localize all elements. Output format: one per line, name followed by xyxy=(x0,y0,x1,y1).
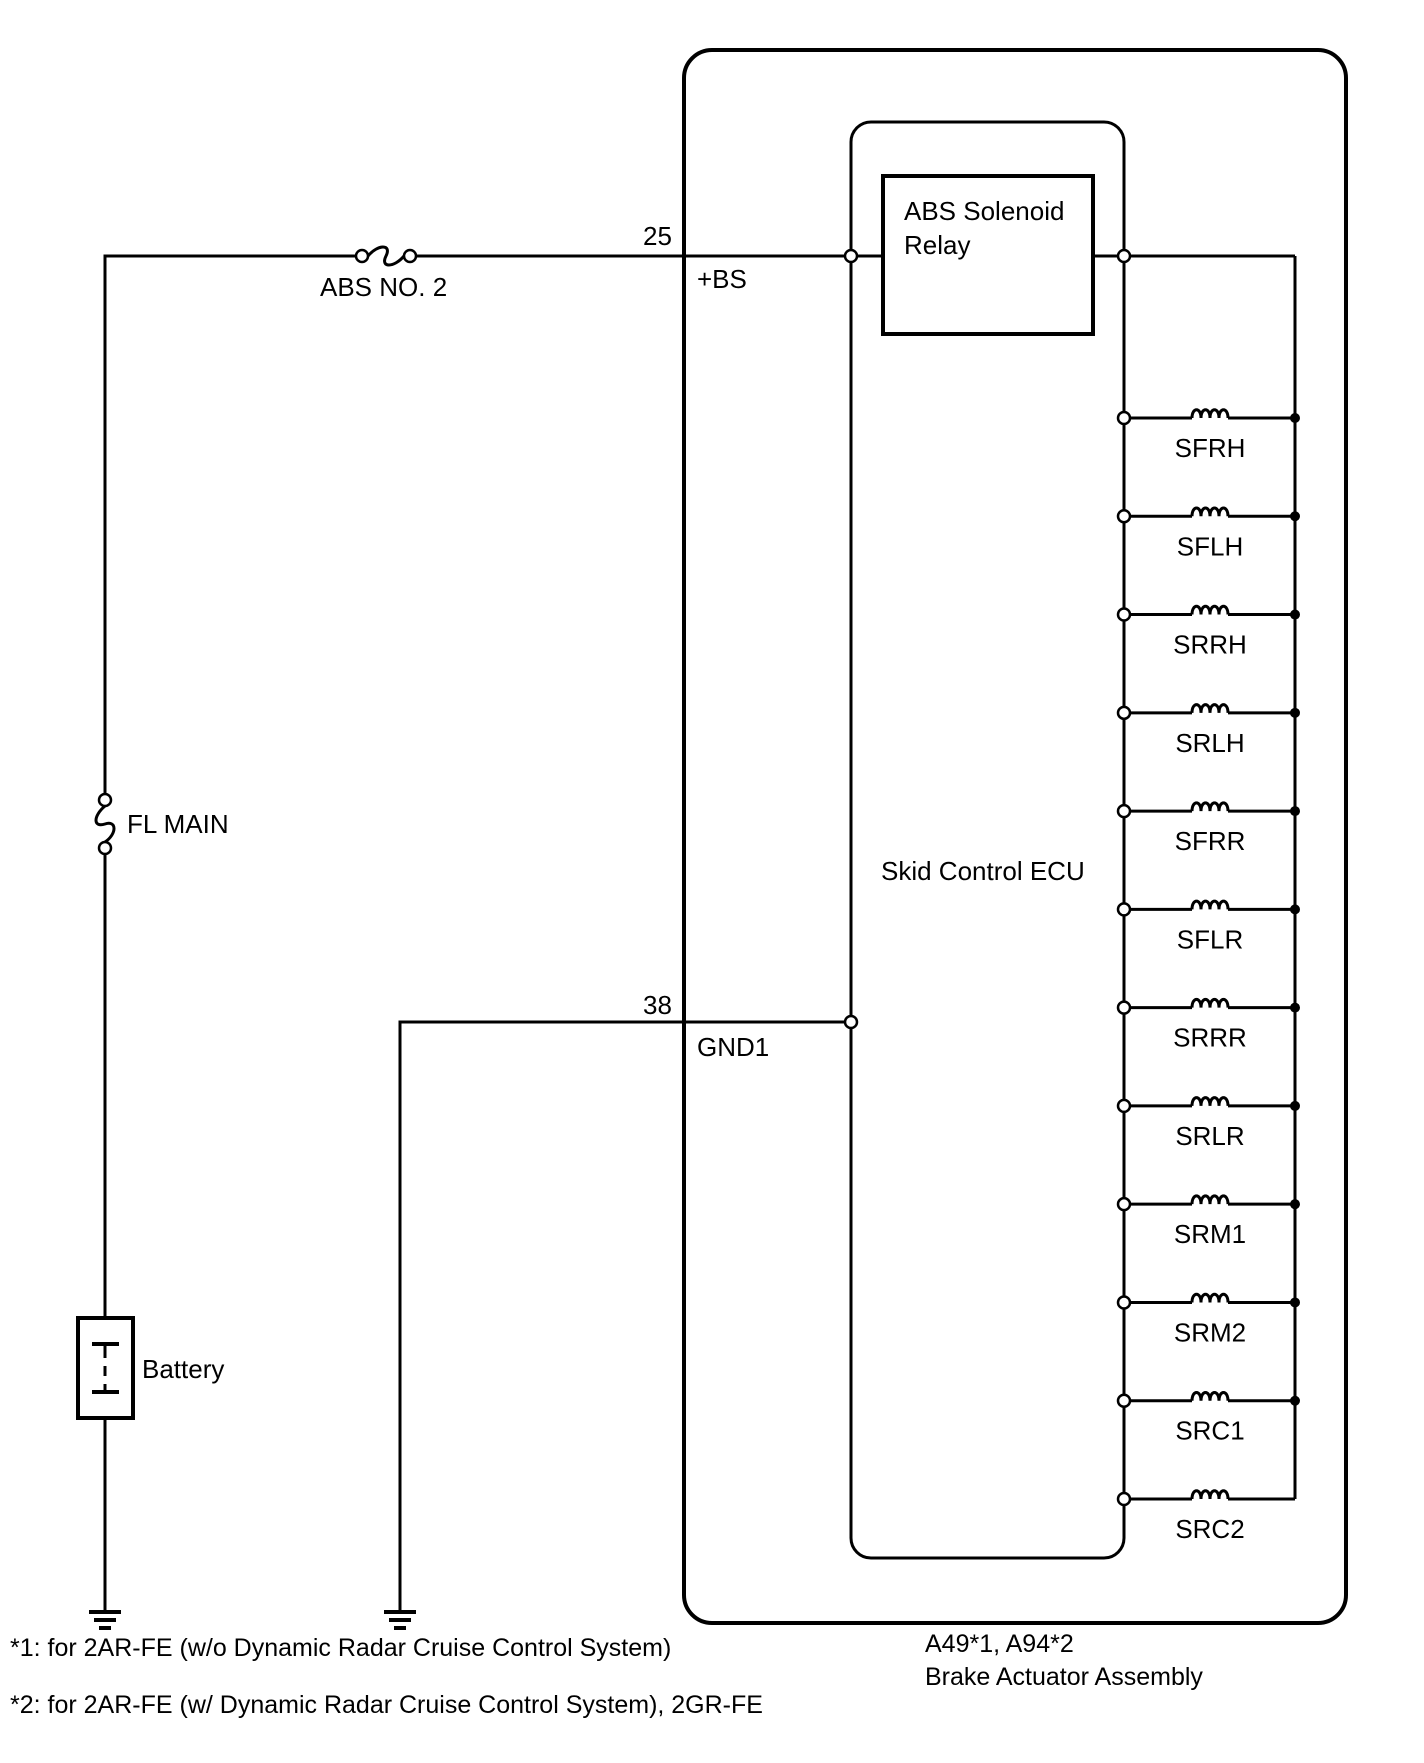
brake-actuator-assembly-box xyxy=(682,48,1348,1625)
solenoid-ecu-terminal xyxy=(1116,509,1132,524)
solenoid-junction-dot xyxy=(1290,609,1300,620)
solenoid-ecu-terminal xyxy=(1116,410,1132,426)
solenoid-srlr: SRLR xyxy=(1116,1096,1300,1151)
solenoid-ecu-terminal xyxy=(1116,1491,1132,1507)
solenoid-srlh: SRLH xyxy=(1116,703,1300,758)
solenoid-label: SRC1 xyxy=(1175,1416,1244,1446)
battery-ground-icon xyxy=(89,1610,121,1630)
solenoid-group: SFRH SFLH SRRH SRLH SFRR SFLR SRRR SRLR SRM1SRM2… xyxy=(1116,408,1300,1544)
solenoid-sfrh: SFRH xyxy=(1116,408,1300,463)
pin-25-number: 25 xyxy=(643,221,672,251)
solenoid-ecu-terminal xyxy=(1116,1098,1132,1114)
solenoid-junction-dot xyxy=(1290,806,1300,817)
relay-label-line1: ABS Solenoid xyxy=(904,196,1064,226)
battery-positive-wire xyxy=(103,254,883,1318)
ecu-bs-terminal xyxy=(843,248,859,264)
solenoid-ecu-terminal xyxy=(1116,1295,1132,1310)
solenoid-label: SFLR xyxy=(1177,924,1243,954)
solenoid-ecu-terminal xyxy=(1116,1196,1132,1212)
solenoid-coil-icon xyxy=(1190,1096,1230,1107)
solenoid-label: SRC2 xyxy=(1175,1514,1244,1544)
solenoid-coil-icon xyxy=(1190,1489,1230,1500)
skid-control-ecu-box xyxy=(849,120,1126,1560)
solenoid-ecu-terminal xyxy=(1116,607,1132,622)
fl-main-fuse-icon xyxy=(94,792,116,856)
solenoid-src1: SRC1 xyxy=(1116,1391,1300,1446)
solenoid-sfrr: SFRR xyxy=(1116,801,1300,856)
solenoid-coil-icon xyxy=(1190,506,1230,517)
solenoid-junction-dot xyxy=(1290,511,1300,522)
solenoid-label: SFRR xyxy=(1175,826,1246,856)
solenoid-label: SRLR xyxy=(1175,1121,1244,1151)
solenoid-junction-dot xyxy=(1290,1395,1300,1406)
assembly-codes: A49*1, A94*2 xyxy=(925,1630,1074,1658)
solenoid-coil-icon xyxy=(1190,703,1230,713)
solenoid-junction-dot xyxy=(1290,1002,1300,1013)
solenoid-coil-icon xyxy=(1190,899,1230,910)
solenoid-label: SRM1 xyxy=(1174,1219,1246,1249)
footnote-1: *1: for 2AR-FE (w/o Dynamic Radar Cruise… xyxy=(10,1634,671,1662)
solenoid-label: SRM2 xyxy=(1174,1317,1246,1347)
pin-gnd1-name: GND1 xyxy=(697,1032,769,1062)
solenoid-junction-dot xyxy=(1290,1100,1300,1111)
solenoid-sflr: SFLR xyxy=(1116,899,1300,954)
solenoid-ecu-terminal xyxy=(1116,1000,1132,1015)
skid-control-ecu-label: Skid Control ECU xyxy=(881,856,1085,886)
solenoid-coil-icon xyxy=(1190,604,1230,615)
solenoid-coil-icon xyxy=(1190,1292,1230,1303)
solenoid-label: SFLH xyxy=(1177,531,1243,561)
relay-label-line2: Relay xyxy=(904,230,970,260)
solenoid-srm2: SRM2 xyxy=(1116,1292,1300,1347)
abs-no2-fuse-icon xyxy=(354,245,418,267)
solenoid-coil-icon xyxy=(1190,1194,1230,1205)
footnote-2: *2: for 2AR-FE (w/ Dynamic Radar Cruise … xyxy=(10,1691,763,1719)
solenoid-junction-dot xyxy=(1290,904,1300,915)
solenoid-junction-dot xyxy=(1290,1199,1300,1210)
solenoid-label: SRRR xyxy=(1173,1023,1247,1053)
solenoid-ecu-terminal xyxy=(1116,1393,1132,1408)
solenoid-coil-icon xyxy=(1190,801,1230,812)
solenoid-srm1: SRM1 xyxy=(1116,1194,1300,1249)
solenoid-src2: SRC2 xyxy=(1116,1489,1295,1544)
gnd1-wire xyxy=(398,1020,851,1612)
solenoid-label: SRLH xyxy=(1175,728,1244,758)
solenoid-ecu-terminal xyxy=(1116,803,1132,819)
abs-no2-fuse-label: ABS NO. 2 xyxy=(320,272,447,302)
fl-main-fuse-label: FL MAIN xyxy=(127,809,229,839)
pin-38-number: 38 xyxy=(643,990,672,1020)
solenoid-label: SFRH xyxy=(1175,433,1246,463)
assembly-name: Brake Actuator Assembly xyxy=(925,1663,1203,1691)
solenoid-junction-dot xyxy=(1290,707,1300,718)
gnd1-ground-icon xyxy=(384,1610,416,1630)
relay-output-terminal xyxy=(1116,248,1132,264)
solenoid-coil-icon xyxy=(1190,1391,1230,1401)
pin-bs-name: +BS xyxy=(697,264,747,294)
battery-label: Battery xyxy=(142,1354,224,1384)
solenoid-srrr: SRRR xyxy=(1116,997,1300,1053)
solenoid-junction-dot xyxy=(1290,1297,1300,1308)
solenoid-coil-icon xyxy=(1190,997,1230,1008)
solenoid-ecu-terminal xyxy=(1116,902,1132,917)
solenoid-coil-icon xyxy=(1190,408,1230,419)
solenoid-srrh: SRRH xyxy=(1116,604,1300,660)
solenoid-junction-dot xyxy=(1290,413,1300,423)
battery-icon xyxy=(76,1316,135,1420)
ecu-gnd1-terminal xyxy=(843,1014,859,1030)
solenoid-label: SRRH xyxy=(1173,630,1247,660)
solenoid-sflh: SFLH xyxy=(1116,506,1300,561)
solenoid-ecu-terminal xyxy=(1116,705,1132,721)
